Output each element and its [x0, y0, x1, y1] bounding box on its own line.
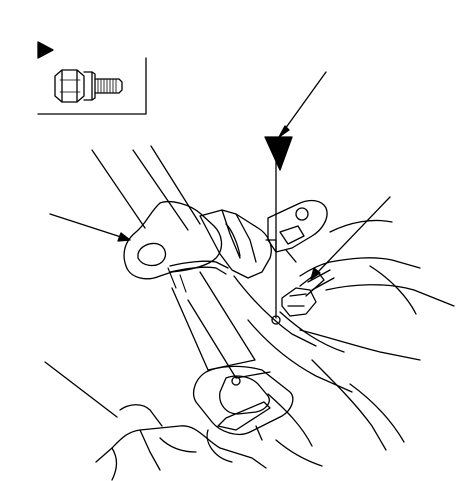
retractor-housing [192, 365, 294, 436]
fastener-legend [37, 41, 147, 115]
callout-left-leader [49, 213, 122, 238]
bolt-hole [271, 315, 281, 325]
black-triangle-icon [37, 41, 54, 59]
black-triangle-icon [264, 136, 293, 171]
callout-upper-leader [284, 71, 327, 130]
callout-leaders [44, 71, 391, 418]
bolt-position-marker [264, 136, 293, 325]
callout-lower-leader [44, 361, 118, 418]
anchor-slot [137, 242, 167, 267]
floor-frame [95, 425, 267, 469]
legend-frame [37, 57, 147, 115]
anchor-bolt [281, 261, 335, 317]
anchor-assembly [91, 145, 455, 481]
flange-bolt-icon [54, 69, 123, 103]
callout-right-leader [316, 196, 391, 274]
latch-clip [267, 199, 328, 253]
